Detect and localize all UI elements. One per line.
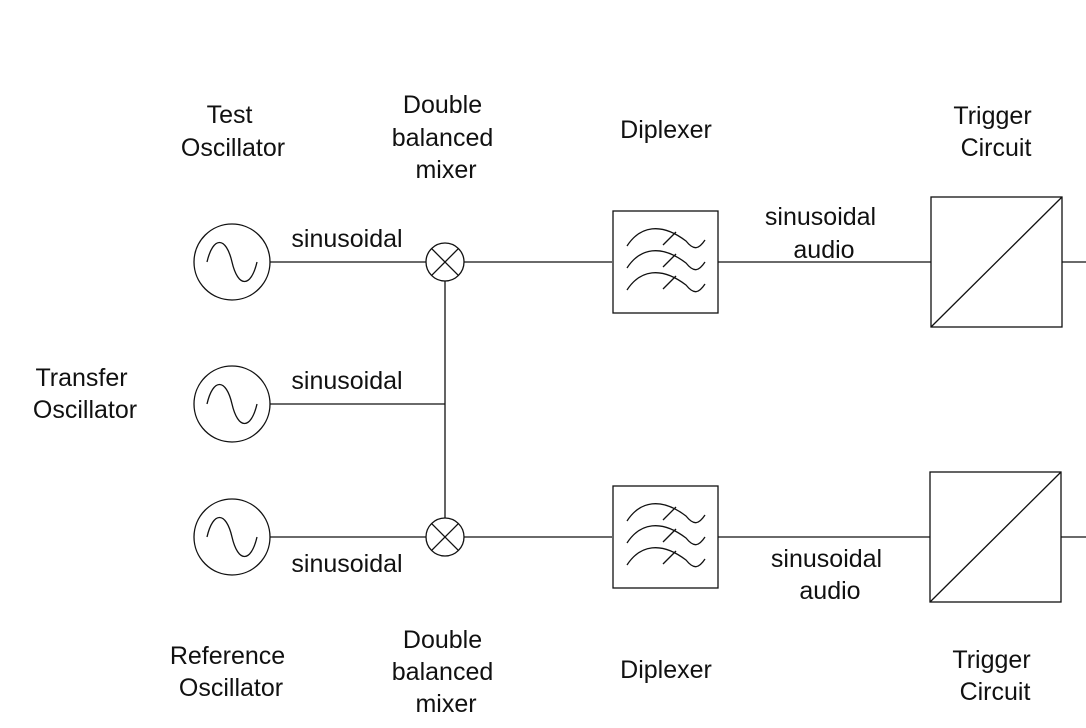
trigger-bottom-symbol — [929, 471, 1062, 603]
sine-wave-icon — [206, 384, 258, 424]
diplexer-top-icon — [612, 210, 719, 314]
diplexer-top-symbol — [612, 210, 719, 314]
transfer-oscillator-symbol — [193, 365, 271, 443]
signal-reference-label: sinusoidal — [291, 550, 402, 578]
reference-oscillator-label: Reference Oscillator — [170, 642, 292, 702]
diplexer-bottom-label: Diplexer — [620, 656, 712, 684]
trigger-top-label: Trigger Circuit — [953, 102, 1038, 162]
trigger-bottom-label: Trigger Circuit — [952, 646, 1037, 706]
test-oscillator-label: Test Oscillator — [181, 101, 285, 162]
signal-transfer-label: sinusoidal — [291, 367, 402, 395]
trigger-top-symbol — [930, 196, 1063, 328]
signal-test-label: sinusoidal — [291, 225, 402, 253]
mixer-top-symbol — [425, 242, 465, 282]
wires — [270, 261, 1086, 538]
audio-bottom-label: sinusoidal audio — [771, 545, 889, 605]
test-oscillator-symbol — [193, 223, 271, 301]
diplexer-bottom-icon — [612, 485, 719, 589]
sine-wave-icon — [206, 517, 258, 557]
mixer-bottom-symbol — [425, 517, 465, 557]
transfer-oscillator-label: Transfer Oscillator — [33, 364, 137, 424]
sine-wave-icon — [206, 242, 258, 282]
diplexer-top-label: Diplexer — [620, 116, 712, 144]
audio-top-label: sinusoidal audio — [765, 203, 883, 264]
mixer-top-label: Double balanced mixer — [392, 91, 500, 184]
mixer-bottom-label: Double balanced mixer — [392, 626, 500, 718]
reference-oscillator-symbol — [193, 498, 271, 576]
diplexer-bottom-symbol — [612, 485, 719, 589]
